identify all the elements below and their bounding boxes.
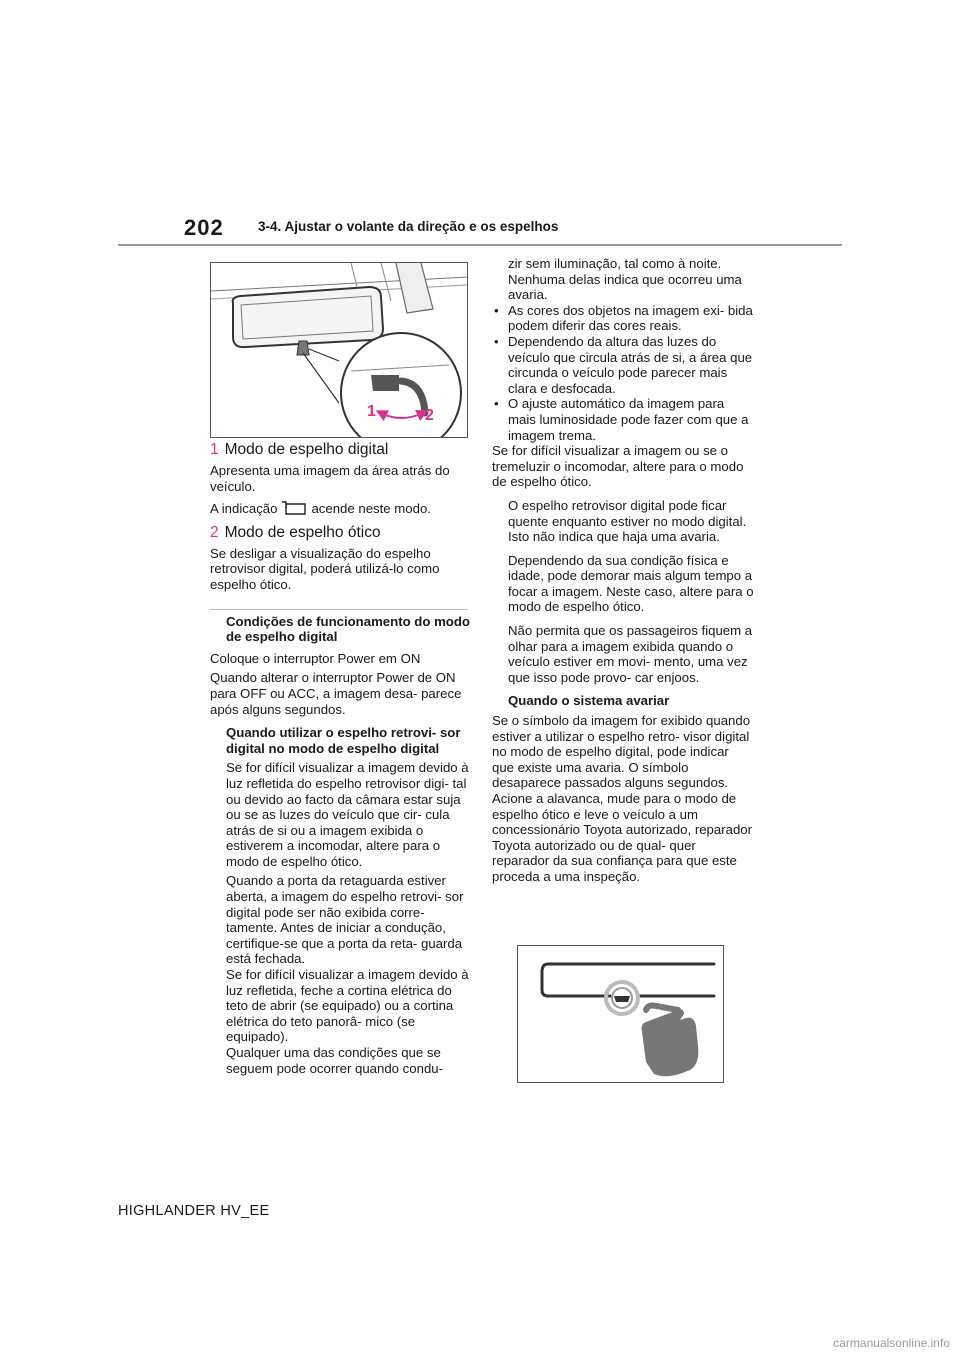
item-1-number: 1: [210, 441, 219, 458]
conditions-text-1: Coloque o interruptor Power em ON: [210, 650, 421, 666]
failure-text: Se o símbolo da imagem for exibido quand…: [492, 713, 753, 884]
right-column: zir sem iluminação, tal como à noite. Ne…: [492, 256, 754, 885]
digital-mode-text-1: Se for difícil visualizar a imagem devid…: [226, 760, 469, 869]
continuation-text: zir sem iluminação, tal como à noite. Ne…: [508, 256, 742, 303]
item-2-heading: 2 Modo de espelho ótico: [210, 524, 472, 542]
section-title: 3-4. Ajustar o volante da direção e os e…: [258, 219, 559, 234]
item-2-title: Modo de espelho ótico: [224, 523, 381, 541]
section-divider: [210, 608, 468, 610]
list-item: Dependendo da altura das luzes do veícul…: [492, 334, 754, 396]
header-rule: [118, 244, 842, 246]
page-number: 202: [184, 215, 224, 240]
finger-pressing-mirror-icon: [540, 962, 716, 1077]
mirror-mode-figure: 1 2: [210, 262, 468, 438]
callout-1: 1: [367, 403, 376, 420]
note-warm-mirror-2: Isto não indica que haja uma avaria.: [508, 529, 720, 545]
item-1-title: Modo de espelho digital: [224, 441, 389, 458]
item-1-text: Apresenta uma imagem da área atrás do ve…: [210, 463, 450, 494]
digital-mode-text-2: Quando a porta da retaguarda estiver abe…: [226, 873, 464, 967]
item-1-heading: 1 Modo de espelho digital: [210, 441, 472, 459]
failure-heading: Quando o sistema avariar: [508, 693, 670, 709]
note-passengers: Não permita que os passageiros fiquem a …: [508, 623, 753, 685]
digital-mode-text-4: Qualquer uma das condições que se seguem…: [226, 1045, 444, 1076]
conditions-heading: Condições de funcionamento do modo de es…: [226, 613, 470, 645]
item-2-text: Se desligar a visualização do espelho re…: [210, 545, 440, 592]
mirror-indicator-icon: [281, 500, 307, 520]
after-bullets-text: Se for difícil visualizar a imagem ou se…: [492, 443, 744, 490]
mirror-lever-illustration: [211, 263, 467, 437]
note-focus-time: Dependendo da sua condição física e idad…: [508, 552, 754, 615]
list-item: O ajuste automático da imagem para mais …: [492, 396, 754, 443]
digital-mode-heading: Quando utilizar o espelho retrovi- sor d…: [226, 725, 461, 756]
watermark: carmanualsonline.info: [833, 1336, 950, 1350]
left-column: 1 Modo de espelho digital Apresenta uma i…: [210, 441, 472, 1076]
note-warm-mirror: O espelho retrovisor digital pode ficar …: [508, 497, 747, 529]
list-item: As cores dos objetos na imagem exi- bida…: [492, 303, 754, 334]
digital-mode-text-3: Se for difícil visualizar a imagem devid…: [226, 967, 469, 1045]
conditions-text-2: Quando alterar o interruptor Power de ON…: [210, 670, 462, 717]
callout-2: 2: [425, 407, 434, 424]
item-2-number: 2: [210, 523, 219, 541]
model-footer: HIGHLANDER HV_EE: [118, 1203, 270, 1219]
mirror-failure-figure: [517, 945, 724, 1083]
